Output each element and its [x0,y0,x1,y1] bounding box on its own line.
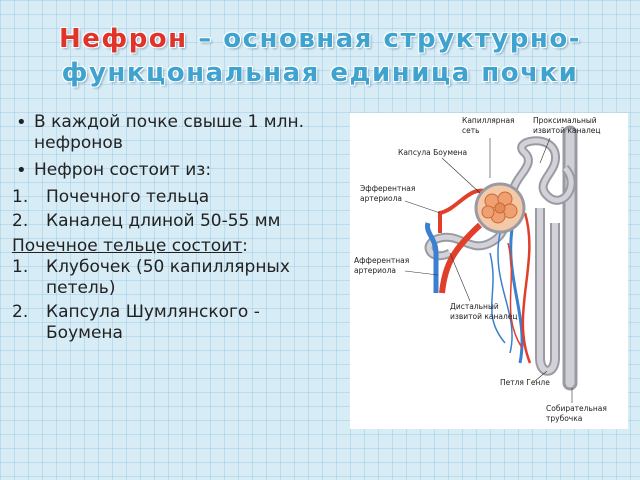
list-item: 1. Почечного тельца [12,187,342,208]
list-number: 2. [12,211,29,231]
nephron-figure: Капиллярная сеть Проксимальный извитой к… [350,113,628,429]
bullet-item: В каждой почке свыше 1 млн. нефронов [12,112,342,154]
list-item: 1. Клубочек (50 капиллярных петель) [12,257,342,299]
label-collecting-duct-2: трубочка [546,414,582,423]
vasa-recta-vein [509,212,524,364]
label-efferent-arteriole-2: артериола [360,194,402,203]
afferent-arteriole [439,222,483,294]
leader-lines [404,137,573,403]
list-text: Почечного тельца [46,187,210,207]
label-efferent-arteriole: Эфферентная [360,184,415,193]
label-afferent-arteriole-2: артериола [354,266,396,275]
loop-of-henle-highlight [537,208,558,374]
subheading: Почечное тельце состоит: [12,236,342,257]
title-rest: – основная структурно- [187,24,581,54]
subheading-text: Почечное тельце состоит [12,236,243,256]
label-capillary-net-2: сеть [462,126,480,135]
label-afferent-arteriole: Афферентная [354,256,409,265]
label-loop-of-henle: Петля Генле [500,378,550,387]
slide-text: В каждой почке свыше 1 млн. нефронов Неф… [12,112,342,348]
title-line-2: функцональная единица почки [61,58,579,88]
list-number: 1. [12,257,29,277]
vasa-recta-artery [521,212,532,364]
nephron-diagram: Капиллярная сеть Проксимальный извитой к… [354,116,607,423]
list-text: Клубочек (50 капиллярных петель) [46,257,290,298]
title-highlight: Нефрон [59,24,188,54]
glomerulus [481,191,518,224]
label-distal-tubule: Дистальный [450,302,499,311]
list-number: 1. [12,187,29,207]
capillary-network-artery [507,242,523,349]
label-proximal-tubule-2: извитой каналец [533,126,601,135]
label-capillary-net: Капиллярная [462,116,515,125]
list-item: 2. Каналец длиной 50-55 мм [12,211,342,232]
label-proximal-tubule: Проксимальный [533,116,597,125]
list-text: Каналец длиной 50-55 мм [46,211,281,231]
label-bowman-capsule: Капсула Боумена [398,148,467,157]
renal-vein [425,222,439,293]
label-distal-tubule-2: извитой каналец [450,312,518,321]
corpuscle-parts-list: 1. Клубочек (50 капиллярных петель) 2. Кап… [12,257,342,344]
subheading-suffix: : [242,236,248,256]
nephron-parts-list: 1. Почечного тельца 2. Каналец длиной 50-5… [12,187,342,232]
list-item: 2. Капсула Шумлянского - Боумена [12,302,342,344]
list-number: 2. [12,302,29,322]
slide-title: Нефрон – основная структурно- функцональ… [0,22,640,90]
bullet-list: В каждой почке свыше 1 млн. нефронов Неф… [12,112,342,181]
capillary-network [489,232,513,354]
label-collecting-duct: Собирательная [546,404,607,413]
bullet-item: Нефрон состоит из: [12,160,342,181]
proximal-tubule-highlight [510,138,574,205]
list-text: Капсула Шумлянского - Боумена [46,302,260,343]
